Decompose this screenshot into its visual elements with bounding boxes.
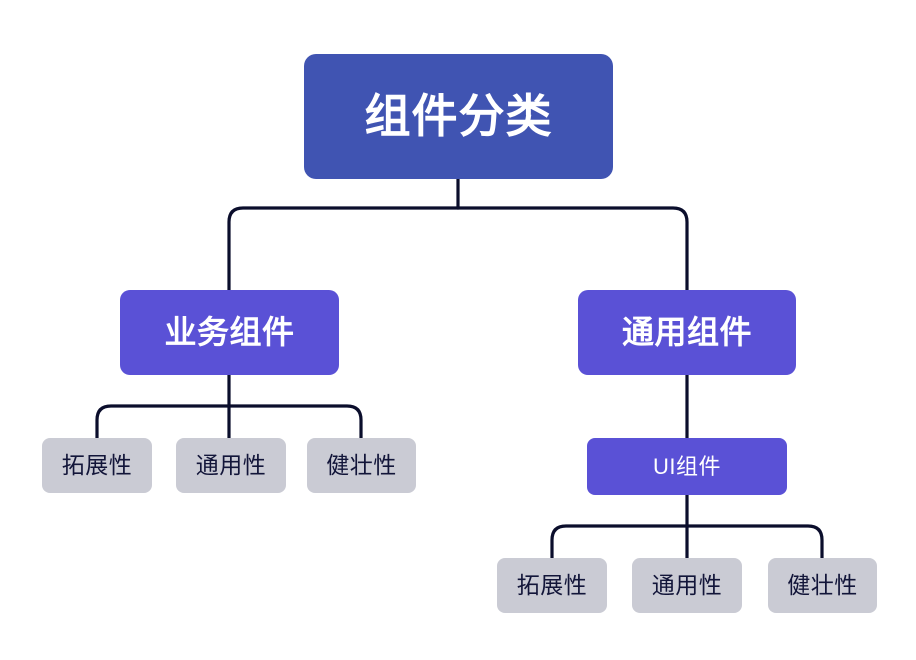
edge-root-to-common — [456, 206, 689, 292]
node-business-leaf-robustness[interactable]: 健壮性 — [307, 438, 416, 493]
node-business-leaf-extensibility[interactable]: 拓展性 — [42, 438, 152, 493]
node-business-components[interactable]: 业务组件 — [120, 290, 339, 375]
node-ui-leaf-robustness[interactable]: 健壮性 — [768, 558, 877, 613]
node-ui-leaf-extensibility[interactable]: 拓展性 — [497, 558, 607, 613]
edge-business-to-leaf-3 — [227, 404, 363, 440]
node-ui-components[interactable]: UI组件 — [587, 438, 787, 495]
node-root-component-classification[interactable]: 组件分类 — [304, 54, 613, 179]
edge-ui-to-leaf-1 — [550, 524, 689, 560]
edge-business-to-leaf-1 — [95, 404, 231, 440]
edge-ui-to-leaf-3 — [685, 524, 824, 560]
node-ui-leaf-generality[interactable]: 通用性 — [632, 558, 742, 613]
node-common-components[interactable]: 通用组件 — [578, 290, 796, 375]
node-business-leaf-generality[interactable]: 通用性 — [176, 438, 286, 493]
edge-root-to-business — [227, 206, 460, 292]
